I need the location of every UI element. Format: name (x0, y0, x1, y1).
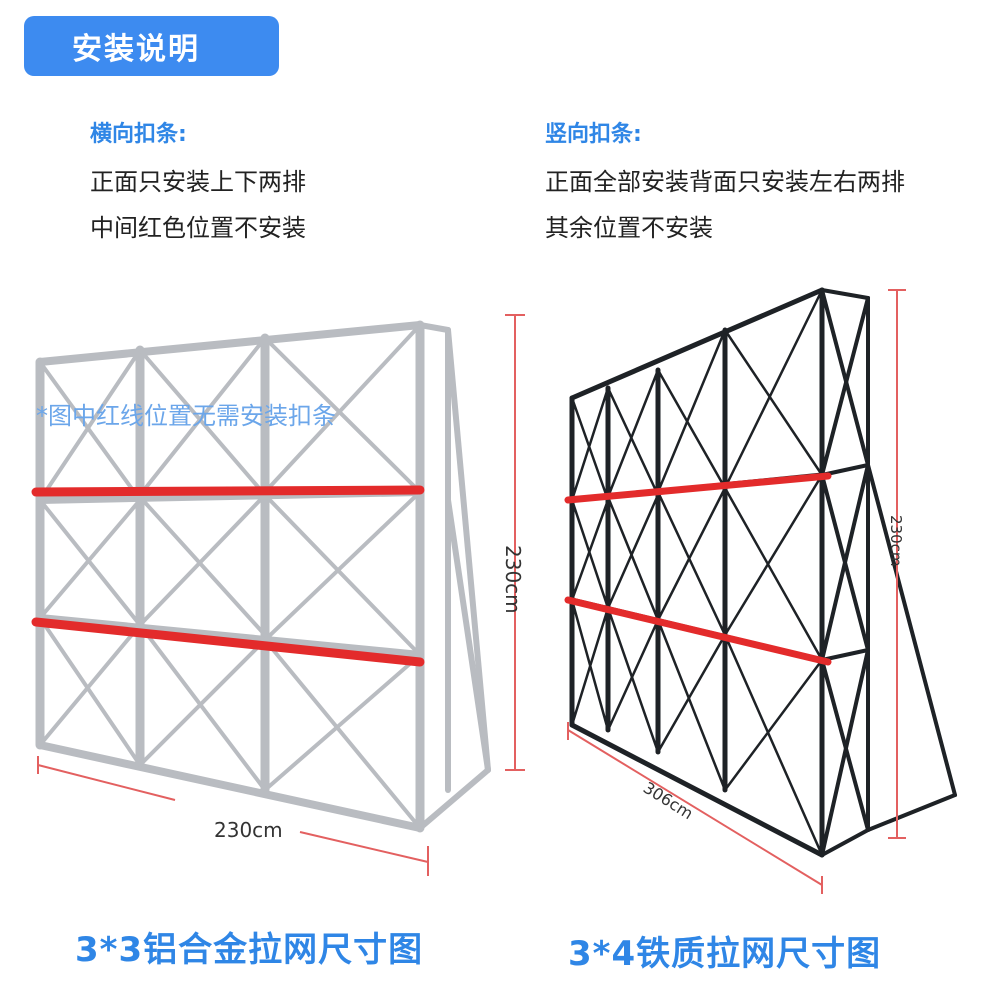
page-title: 安装说明 (72, 32, 200, 67)
right-height-label: 230cm (887, 515, 905, 567)
horizontal-strip-heading: 横向扣条: (90, 122, 187, 147)
right-figure-caption: 3*4铁质拉网尺寸图 (568, 934, 882, 974)
right-dimension-lines (567, 289, 906, 894)
horizontal-strip-line-2: 中间红色位置不安装 (90, 214, 306, 242)
left-width-label: 230cm (214, 818, 283, 842)
instructions-title-badge: 安装说明 (24, 16, 279, 76)
vertical-strip-line-2: 其余位置不安装 (545, 214, 713, 242)
vertical-strip-heading: 竖向扣条: (545, 122, 642, 147)
right-red-markers (564, 472, 832, 666)
left-red-markers (31, 485, 425, 667)
red-line-note: *图中红线位置无需安装扣条 (36, 402, 336, 430)
left-dimension-lines (37, 314, 525, 876)
horizontal-strip-line-1: 正面只安装上下两排 (90, 168, 306, 196)
left-height-label: 230cm (501, 545, 525, 614)
aluminum-frame (35, 320, 491, 833)
left-figure-caption: 3*3铝合金拉网尺寸图 (75, 930, 424, 970)
vertical-strip-line-1: 正面全部安装背面只安装左右两排 (545, 168, 905, 196)
